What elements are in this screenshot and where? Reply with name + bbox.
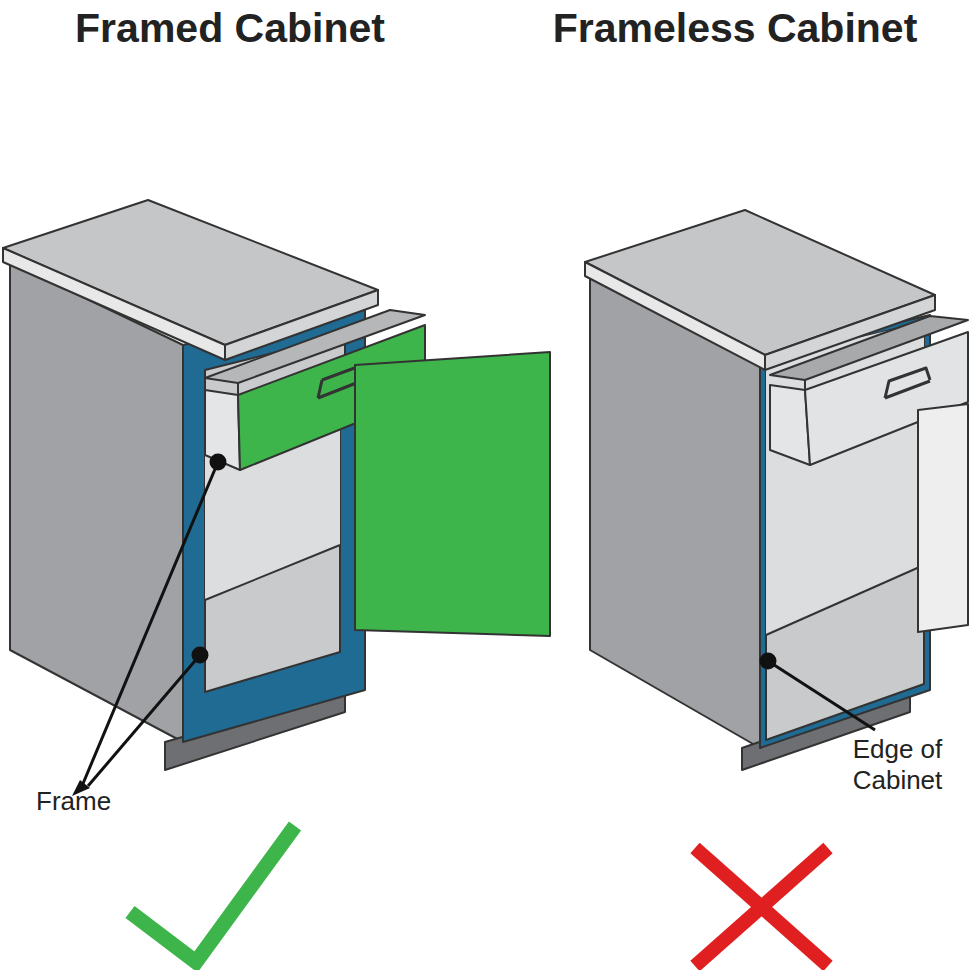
panel-heading: Frameless Cabinet [520,4,950,53]
part-label: Edge of Cabinet [835,734,960,796]
part-label: Frame [36,786,146,817]
panel-heading: Framed Cabinet [30,4,430,53]
